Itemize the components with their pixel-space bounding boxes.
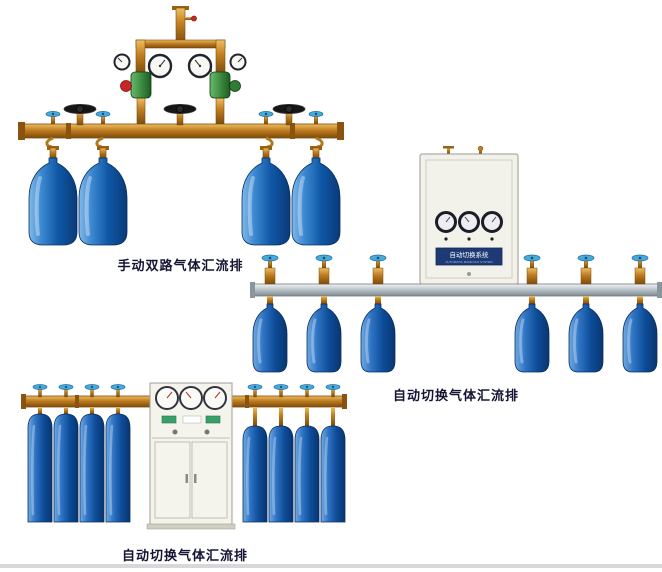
cabinet-gauges: [435, 211, 503, 233]
cylinder-port-valve: [58, 384, 74, 398]
cabinet-knob: [204, 429, 210, 435]
cylinder-port-valve: [325, 384, 341, 398]
product-caption: 自动切换气体汇流排: [121, 548, 248, 563]
cylinder-port-valve: [258, 110, 274, 125]
pressure-gauge: [113, 53, 131, 71]
bottle-connector: [621, 254, 659, 374]
shutoff-handwheel: [63, 104, 97, 126]
cylinder-port-valve: [273, 384, 289, 398]
inlet-valve-knob: [191, 15, 197, 22]
cylinder-port-valve: [84, 384, 100, 398]
pressure-regulator-right: [187, 53, 247, 125]
control-cabinet: 自动切换系统 AUTOMATIC MANIFOLD SYSTEM: [419, 145, 519, 285]
bottle-connector: [359, 254, 397, 374]
gas-bottle: [621, 302, 659, 374]
gas-bottle: [251, 302, 289, 374]
indicator-led: [444, 237, 448, 241]
cylinder-port-valve: [32, 384, 48, 398]
cabinet-lock: [467, 272, 471, 276]
product-caption: 手动双路气体汇流排: [117, 258, 244, 273]
cylinder-port-valve: [308, 110, 324, 125]
cabinet-gauges: [155, 386, 227, 410]
indicator-led: [467, 237, 471, 241]
gas-bottle: [359, 302, 397, 374]
bottle-connector: [305, 254, 343, 374]
cabinet-knob: [172, 429, 178, 435]
shutoff-handwheel: [163, 104, 197, 126]
gas-cylinder: [293, 424, 321, 524]
gas-bottle: [567, 302, 605, 374]
gas-cylinder: [267, 424, 295, 524]
cylinder-port-valve: [110, 384, 126, 398]
product-auto-switch-floor: 自动切换气体汇流排: [15, 376, 355, 564]
manifold-pipe: [18, 122, 344, 140]
pressure-gauge: [229, 53, 247, 71]
indicator-led: [490, 237, 494, 241]
gas-bottle: [305, 302, 343, 374]
bottle-connector: [513, 254, 551, 374]
gas-cylinder: [26, 412, 54, 524]
auto-manifold-floor-illustration: [21, 382, 347, 530]
product-manual-dual-manifold: 手动双路气体汇流排: [8, 6, 353, 274]
pressure-gauge: [147, 53, 173, 79]
auto-manifold-illustration: 自动切换系统 AUTOMATIC MANIFOLD SYSTEM: [250, 145, 662, 374]
cabinet-name-plate: 自动切换系统 AUTOMATIC MANIFOLD SYSTEM: [435, 247, 503, 266]
bottle-connector: [567, 254, 605, 374]
cabinet-green-label: [161, 415, 177, 424]
bottle-connector: [251, 254, 289, 374]
cabinet-door-left: [154, 441, 191, 519]
product-caption: 自动切换气体汇流排: [392, 388, 519, 403]
cabinet-door-right: [191, 441, 228, 519]
pressure-regulator-left: [113, 53, 173, 125]
pressure-gauge: [187, 53, 213, 79]
gas-cylinder: [77, 144, 129, 247]
page-footer-line: [0, 564, 662, 568]
regulator-knob-green: [229, 80, 241, 92]
cabinet-sublabel: AUTOMATIC MANIFOLD SYSTEM: [446, 260, 493, 264]
cylinder-port-valve: [299, 384, 315, 398]
gas-bottle: [513, 302, 551, 374]
regulator-knob-red: [120, 80, 132, 92]
cylinder-port-valve: [95, 110, 111, 125]
gas-cylinder: [27, 144, 79, 247]
shutoff-handwheel: [272, 104, 306, 126]
cabinet-green-label: [205, 415, 221, 424]
cabinet-white-label: [182, 415, 202, 424]
control-cabinet: [146, 382, 236, 530]
cabinet-label: 自动切换系统: [450, 250, 490, 259]
gas-cylinder: [104, 412, 132, 524]
gas-cylinder: [52, 412, 80, 524]
door-handle: [185, 474, 188, 483]
cabinet-base: [146, 523, 236, 530]
gas-cylinder: [78, 412, 106, 524]
gas-cylinder: [241, 424, 269, 524]
door-handle: [194, 474, 197, 483]
product-auto-switch-wall: 自动切换系统 AUTOMATIC MANIFOLD SYSTEM 自动切换气体汇…: [250, 145, 662, 404]
cylinder-port-valve: [45, 110, 61, 125]
gas-cylinder: [319, 424, 347, 524]
bottle-bank: [251, 254, 659, 374]
cylinder-port-valve: [247, 384, 263, 398]
cylinder-bank-right: [241, 407, 347, 524]
manual-manifold-illustration: [18, 6, 344, 247]
cylinder-bank-left: [26, 407, 132, 524]
